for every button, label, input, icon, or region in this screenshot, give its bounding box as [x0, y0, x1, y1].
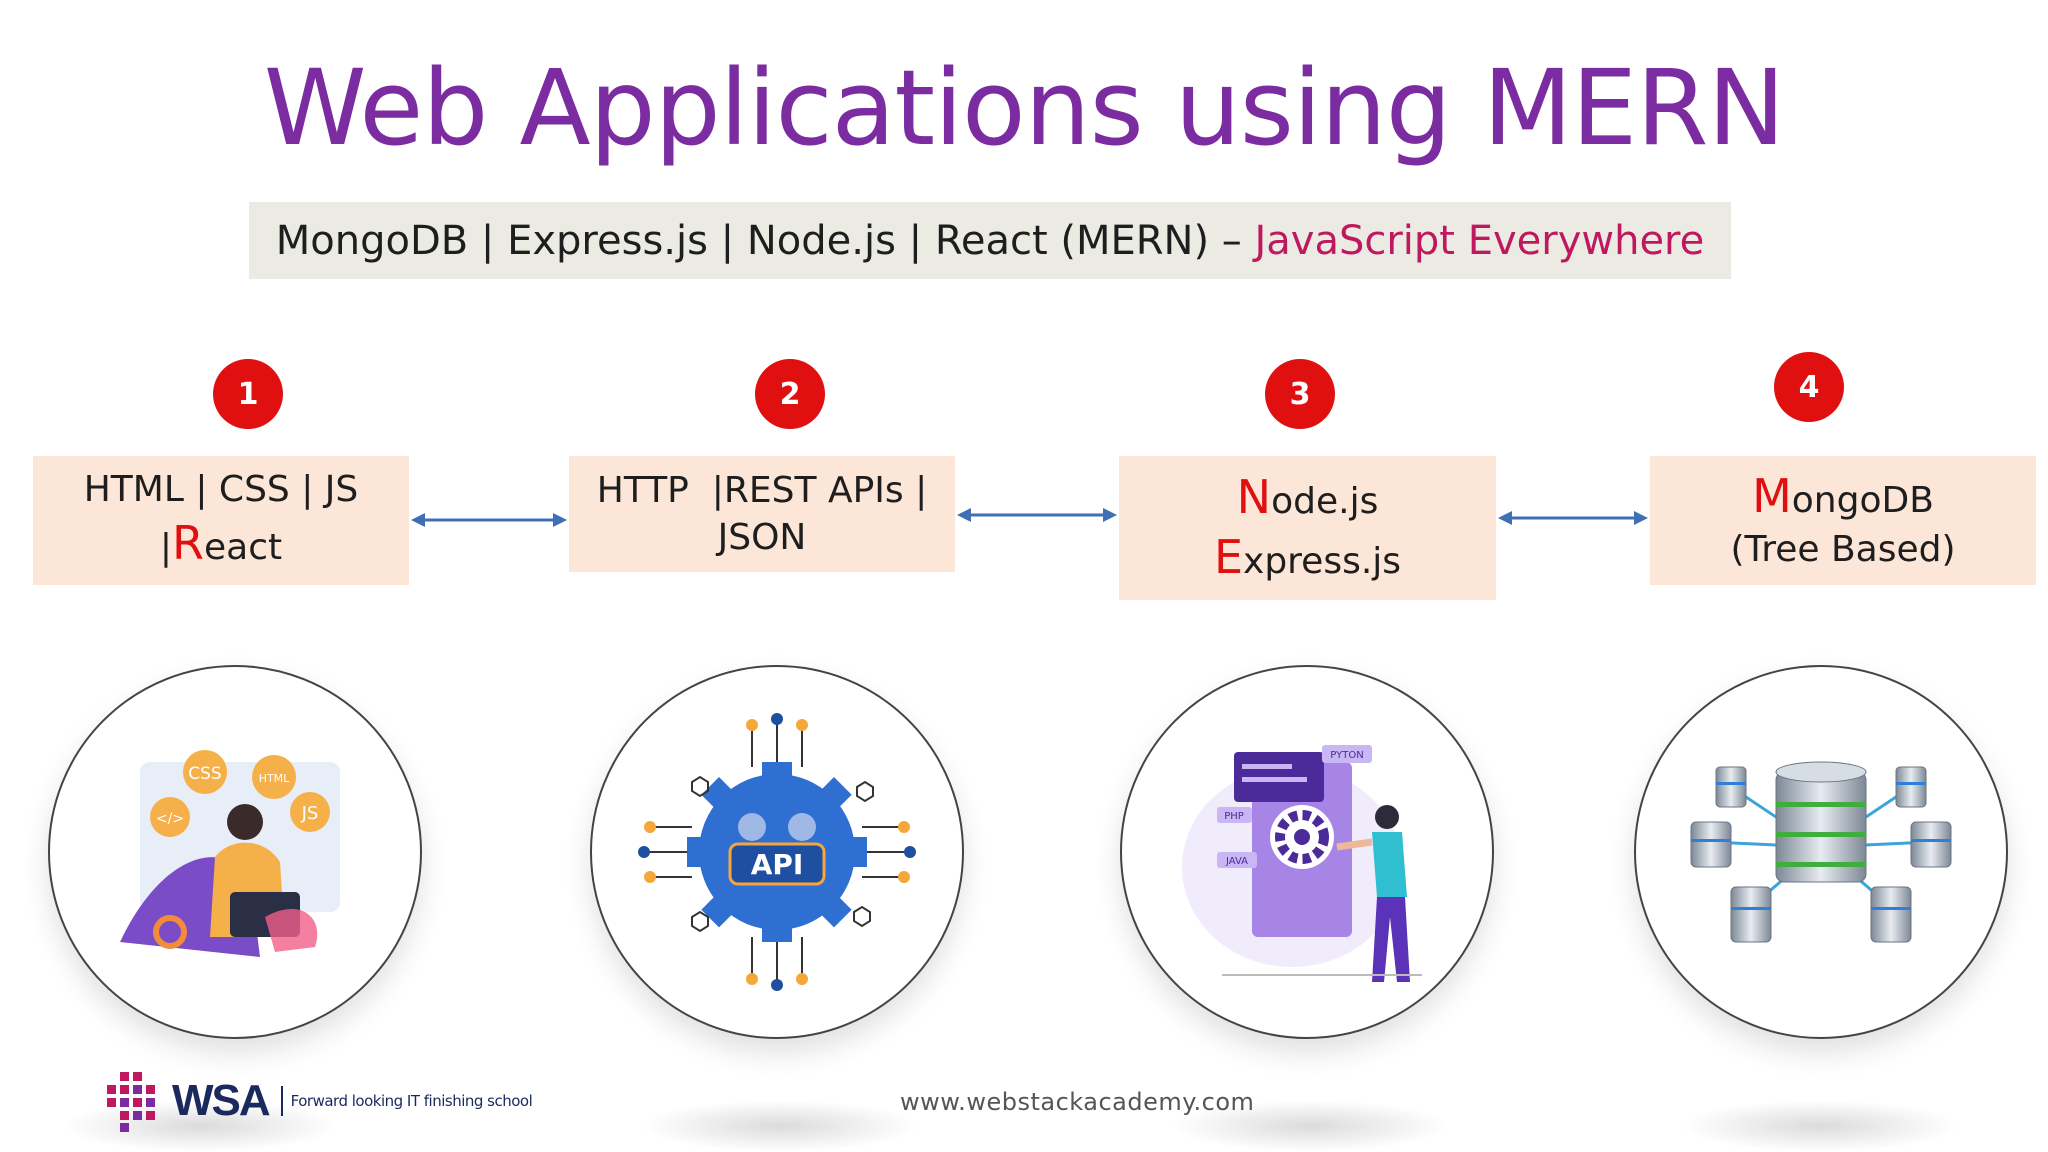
step-3-line2: Express.js — [1213, 530, 1402, 584]
subtitle-banner: MongoDB | Express.js | Node.js | React (… — [249, 202, 1731, 279]
step-4-line1: MongoDB — [1752, 469, 1934, 524]
page-title: Web Applications using MERN — [263, 47, 1786, 169]
step-2-line1: HTTP |REST APIs | — [596, 470, 928, 511]
step-1-line2: |React — [159, 516, 283, 570]
html-badge-text: HTML — [259, 772, 290, 785]
subtitle-text: MongoDB | Express.js | Node.js | React (… — [275, 217, 1255, 264]
step-2-badge: 2 — [755, 359, 825, 429]
api-illustration: API — [590, 665, 964, 1039]
js-badge-text: JS — [301, 803, 319, 824]
footer-url[interactable]: www.webstackacademy.com — [900, 1088, 1255, 1116]
step-4-line2: (Tree Based) — [1730, 529, 1956, 570]
step-3-badge: 3 — [1265, 359, 1335, 429]
logo-tagline: Forward looking IT finishing school — [290, 1092, 533, 1110]
arrow-2-3 — [957, 508, 1117, 522]
database-illustration — [1634, 665, 2008, 1039]
step-3-line1: Node.js — [1236, 470, 1379, 525]
backend-illustration: PYTON PHP JAVA — [1120, 665, 1494, 1039]
php-tag: PHP — [1224, 811, 1244, 822]
arrow-3-4 — [1498, 511, 1648, 525]
shadow-1 — [60, 1100, 340, 1152]
step-1-line1: HTML | CSS | JS — [83, 469, 359, 511]
logo-divider — [280, 1086, 283, 1116]
shadow-2 — [640, 1100, 920, 1152]
arrow-1-2 — [411, 513, 567, 527]
step-2-line2: JSON — [717, 516, 807, 558]
step-4-box: MongoDB (Tree Based) — [1650, 456, 2036, 585]
subtitle-accent: JavaScript Everywhere — [1254, 217, 1705, 264]
step-1-badge: 1 — [213, 359, 283, 429]
code-badge-text: </> — [156, 811, 184, 827]
step-4-badge: 4 — [1774, 352, 1844, 422]
step-3-box: Node.js Express.js — [1119, 456, 1496, 600]
step-2-box: HTTP |REST APIs | JSON — [569, 456, 955, 572]
logo-dots-icon — [107, 1072, 155, 1132]
css-badge-text: CSS — [188, 764, 221, 784]
frontend-illustration: CSS HTML JS </> — [48, 665, 422, 1039]
shadow-4 — [1680, 1100, 1960, 1152]
java-tag: JAVA — [1225, 856, 1248, 867]
step-1-box: HTML | CSS | JS |React — [33, 456, 409, 585]
python-tag: PYTON — [1330, 750, 1363, 761]
shadow-3 — [1170, 1100, 1450, 1152]
wsa-logo: WSA Forward looking IT finishing school — [100, 1070, 533, 1132]
api-label: API — [751, 848, 804, 881]
logo-text: WSA — [172, 1076, 271, 1125]
